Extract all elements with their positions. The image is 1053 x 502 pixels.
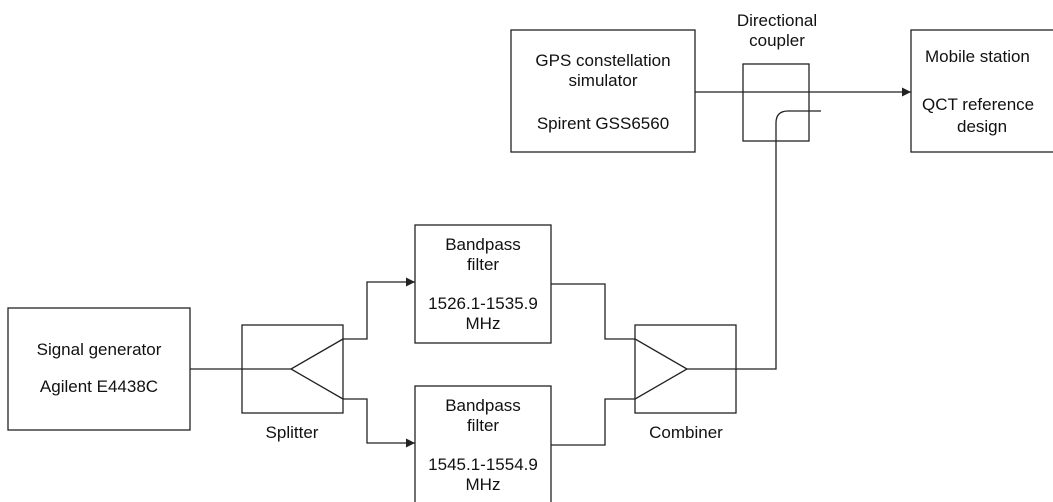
mobile-station-title: Mobile station <box>925 47 1030 66</box>
splitter-to-filter-top-arrow <box>343 277 415 340</box>
filter-top-range: 1526.1-1535.9 <box>428 294 538 313</box>
filter-top-title-2: filter <box>467 255 499 274</box>
coupler-label-1: Directional <box>737 11 817 30</box>
filter-bottom-unit: MHz <box>466 475 501 494</box>
filter-top-to-combiner-line <box>551 283 635 340</box>
mobile-station-subtitle-2: design <box>957 117 1007 136</box>
signal-generator-block: Signal generator Agilent E4438C <box>7 307 191 431</box>
coupler-label-2: coupler <box>749 31 805 50</box>
filter-bottom-range: 1545.1-1554.9 <box>428 455 538 474</box>
mobile-station-subtitle-1: QCT reference <box>922 95 1034 114</box>
splitter-label: Splitter <box>266 423 319 442</box>
bandpass-filter-top-block: Bandpass filter 1526.1-1535.9 MHz <box>414 224 552 344</box>
gps-simulator-title-2: simulator <box>569 71 638 90</box>
gps-simulator-title-1: GPS constellation <box>535 51 670 70</box>
splitter-to-filter-bottom-arrow <box>343 398 415 448</box>
filter-bottom-title-1: Bandpass <box>445 396 521 415</box>
mobile-station-block: Mobile station QCT reference design <box>910 29 1053 153</box>
combiner-to-coupler-line <box>687 141 777 370</box>
directional-coupler-block: Directional coupler <box>737 11 821 142</box>
combiner-label: Combiner <box>649 423 723 442</box>
filter-bottom-title-2: filter <box>467 416 499 435</box>
signal-generator-model: Agilent E4438C <box>40 377 158 396</box>
splitter-block: Splitter <box>241 324 344 442</box>
filter-bottom-to-combiner-line <box>551 398 635 446</box>
combiner-block: Combiner <box>634 324 737 442</box>
filter-top-unit: MHz <box>466 314 501 333</box>
filter-top-title-1: Bandpass <box>445 235 521 254</box>
gps-simulator-model: Spirent GSS6560 <box>537 114 669 133</box>
signal-generator-title: Signal generator <box>37 340 162 359</box>
gps-simulator-block: GPS constellation simulator Spirent GSS6… <box>510 29 696 153</box>
bandpass-filter-bottom-block: Bandpass filter 1545.1-1554.9 MHz <box>414 385 552 502</box>
coupler-coupled-line <box>775 110 821 141</box>
